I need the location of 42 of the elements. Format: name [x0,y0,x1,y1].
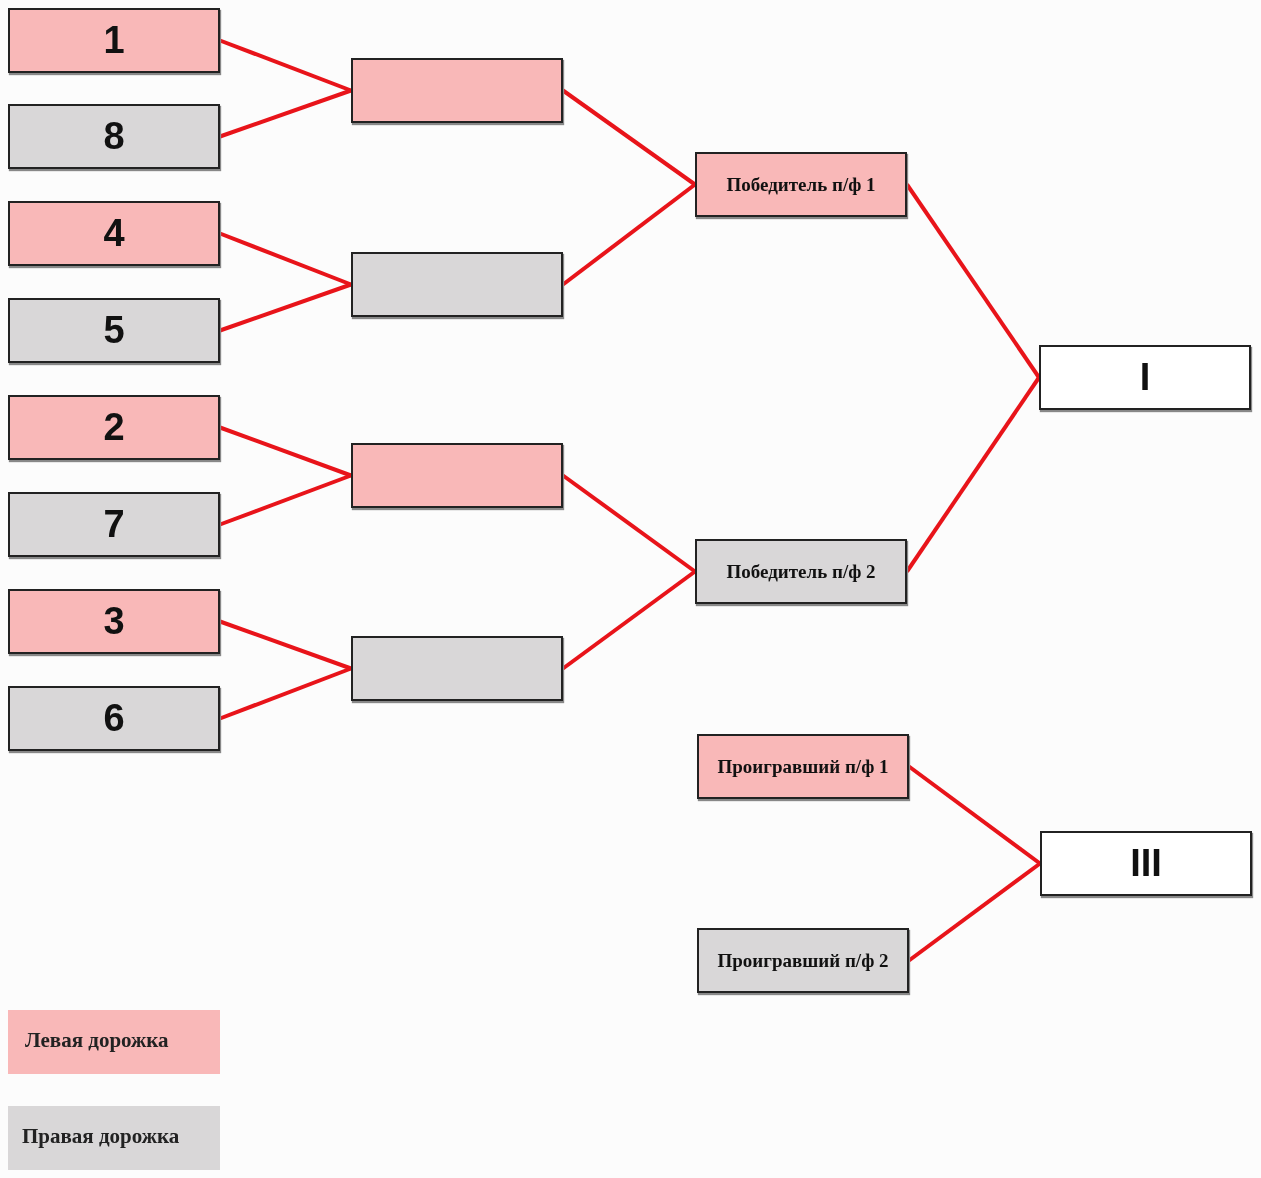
bracket-box [8,298,220,363]
bracket-box [8,8,220,73]
bracket-line [219,88,352,139]
bracket-box [695,152,907,217]
bracket-box [8,686,220,751]
place-label: III [1130,842,1162,885]
empty-bracket-box [351,252,563,317]
match-label: Победитель п/ф 2 [726,560,876,583]
bracket-box [8,492,220,557]
bracket-box [697,928,909,993]
bracket-box [8,589,220,654]
seed-number: 8 [103,115,125,158]
seed-number: 3 [103,600,125,643]
empty-bracket-box [351,636,563,701]
bracket-box [695,539,907,604]
empty-bracket-box [351,58,563,123]
legend-label: Правая дорожка [22,1124,180,1149]
bracket-line [219,666,352,721]
bracket-line [219,425,352,478]
bracket-line [219,38,352,93]
bracket-box [8,104,220,169]
place-label: I [1139,356,1151,399]
seed-number: 6 [103,697,125,740]
bracket-box [8,395,220,460]
bracket-box [1039,345,1251,410]
bracket-line [219,473,352,527]
seed-number: 2 [103,406,125,449]
match-label: Проигравший п/ф 2 [717,949,889,972]
match-label: Победитель п/ф 1 [726,173,876,196]
bracket-line [219,619,352,671]
bracket-box [1040,831,1252,896]
bracket-line [219,231,352,287]
seed-number: 1 [103,19,125,62]
bracket-box [8,201,220,266]
empty-bracket-box [351,443,563,508]
bracket-line [219,282,352,333]
seed-number: 4 [103,212,125,255]
match-label: Проигравший п/ф 1 [717,755,889,778]
legend-label: Левая дорожка [25,1028,169,1053]
bracket-box [697,734,909,799]
seed-number: 5 [103,309,125,352]
seed-number: 7 [103,503,125,546]
